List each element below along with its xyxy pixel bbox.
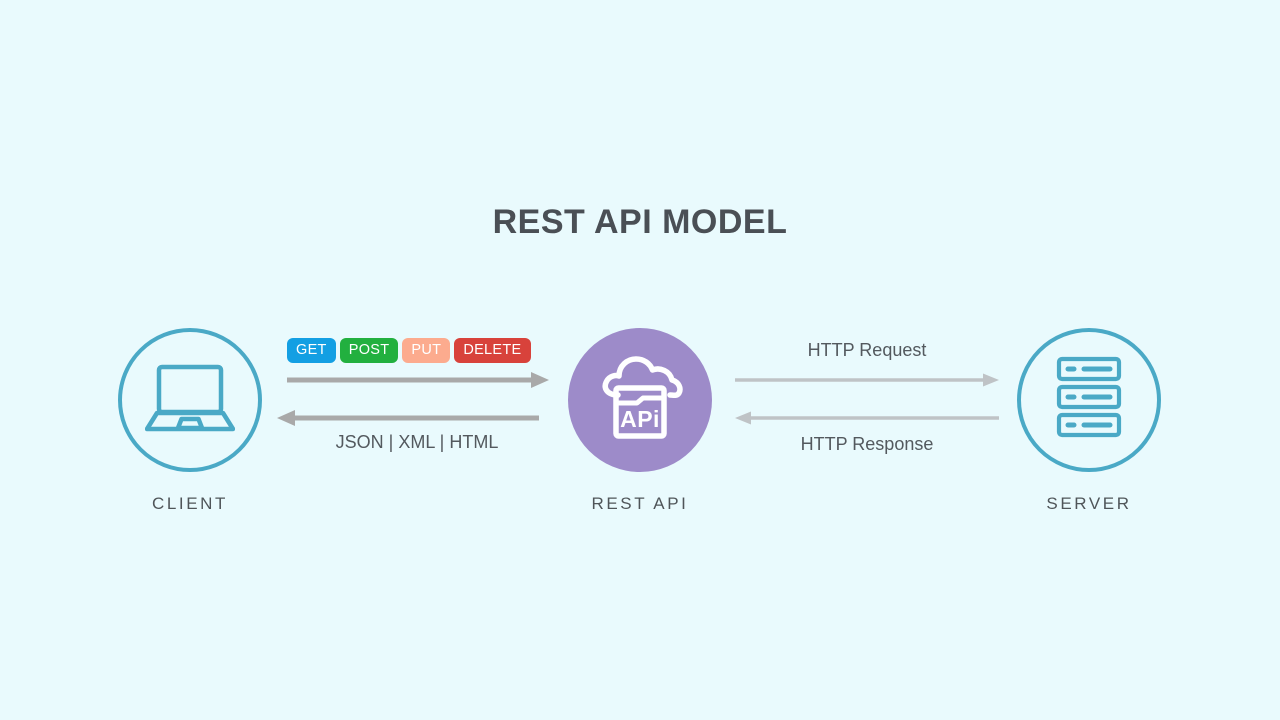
arrow-api-to-server — [735, 373, 999, 387]
node-label-rest-api: REST API — [591, 494, 689, 513]
badge-get[interactable]: GET — [287, 338, 336, 363]
badge-post[interactable]: POST — [339, 338, 399, 363]
http-method-badges: GET POST PUT DELETE — [287, 338, 531, 363]
caption-http-response: HTTP Response — [800, 434, 934, 454]
node-client: CLIENT — [115, 328, 265, 514]
node-label-client: CLIENT — [151, 494, 229, 513]
api-icon-text: APi — [620, 406, 660, 432]
api-cloud-icon: APi — [594, 355, 686, 446]
node-label-server: SERVER — [1046, 494, 1132, 513]
client-circle — [118, 328, 262, 472]
badge-put[interactable]: PUT — [402, 338, 451, 363]
caption-json-xml-html: JSON | XML | HTML — [335, 432, 499, 452]
node-rest-api: APi REST API — [565, 328, 715, 514]
node-server: SERVER — [1014, 328, 1164, 514]
page-title: REST API MODEL — [492, 203, 788, 241]
arrow-server-to-api — [735, 411, 999, 425]
caption-http-request: HTTP Request — [807, 340, 927, 360]
laptop-icon — [144, 361, 236, 440]
badge-delete[interactable]: DELETE — [454, 338, 531, 363]
rest-api-circle: APi — [568, 328, 712, 472]
arrow-client-to-api — [287, 372, 549, 388]
server-circle — [1017, 328, 1161, 472]
arrow-api-to-client — [277, 410, 539, 426]
server-rack-icon — [1054, 356, 1124, 445]
